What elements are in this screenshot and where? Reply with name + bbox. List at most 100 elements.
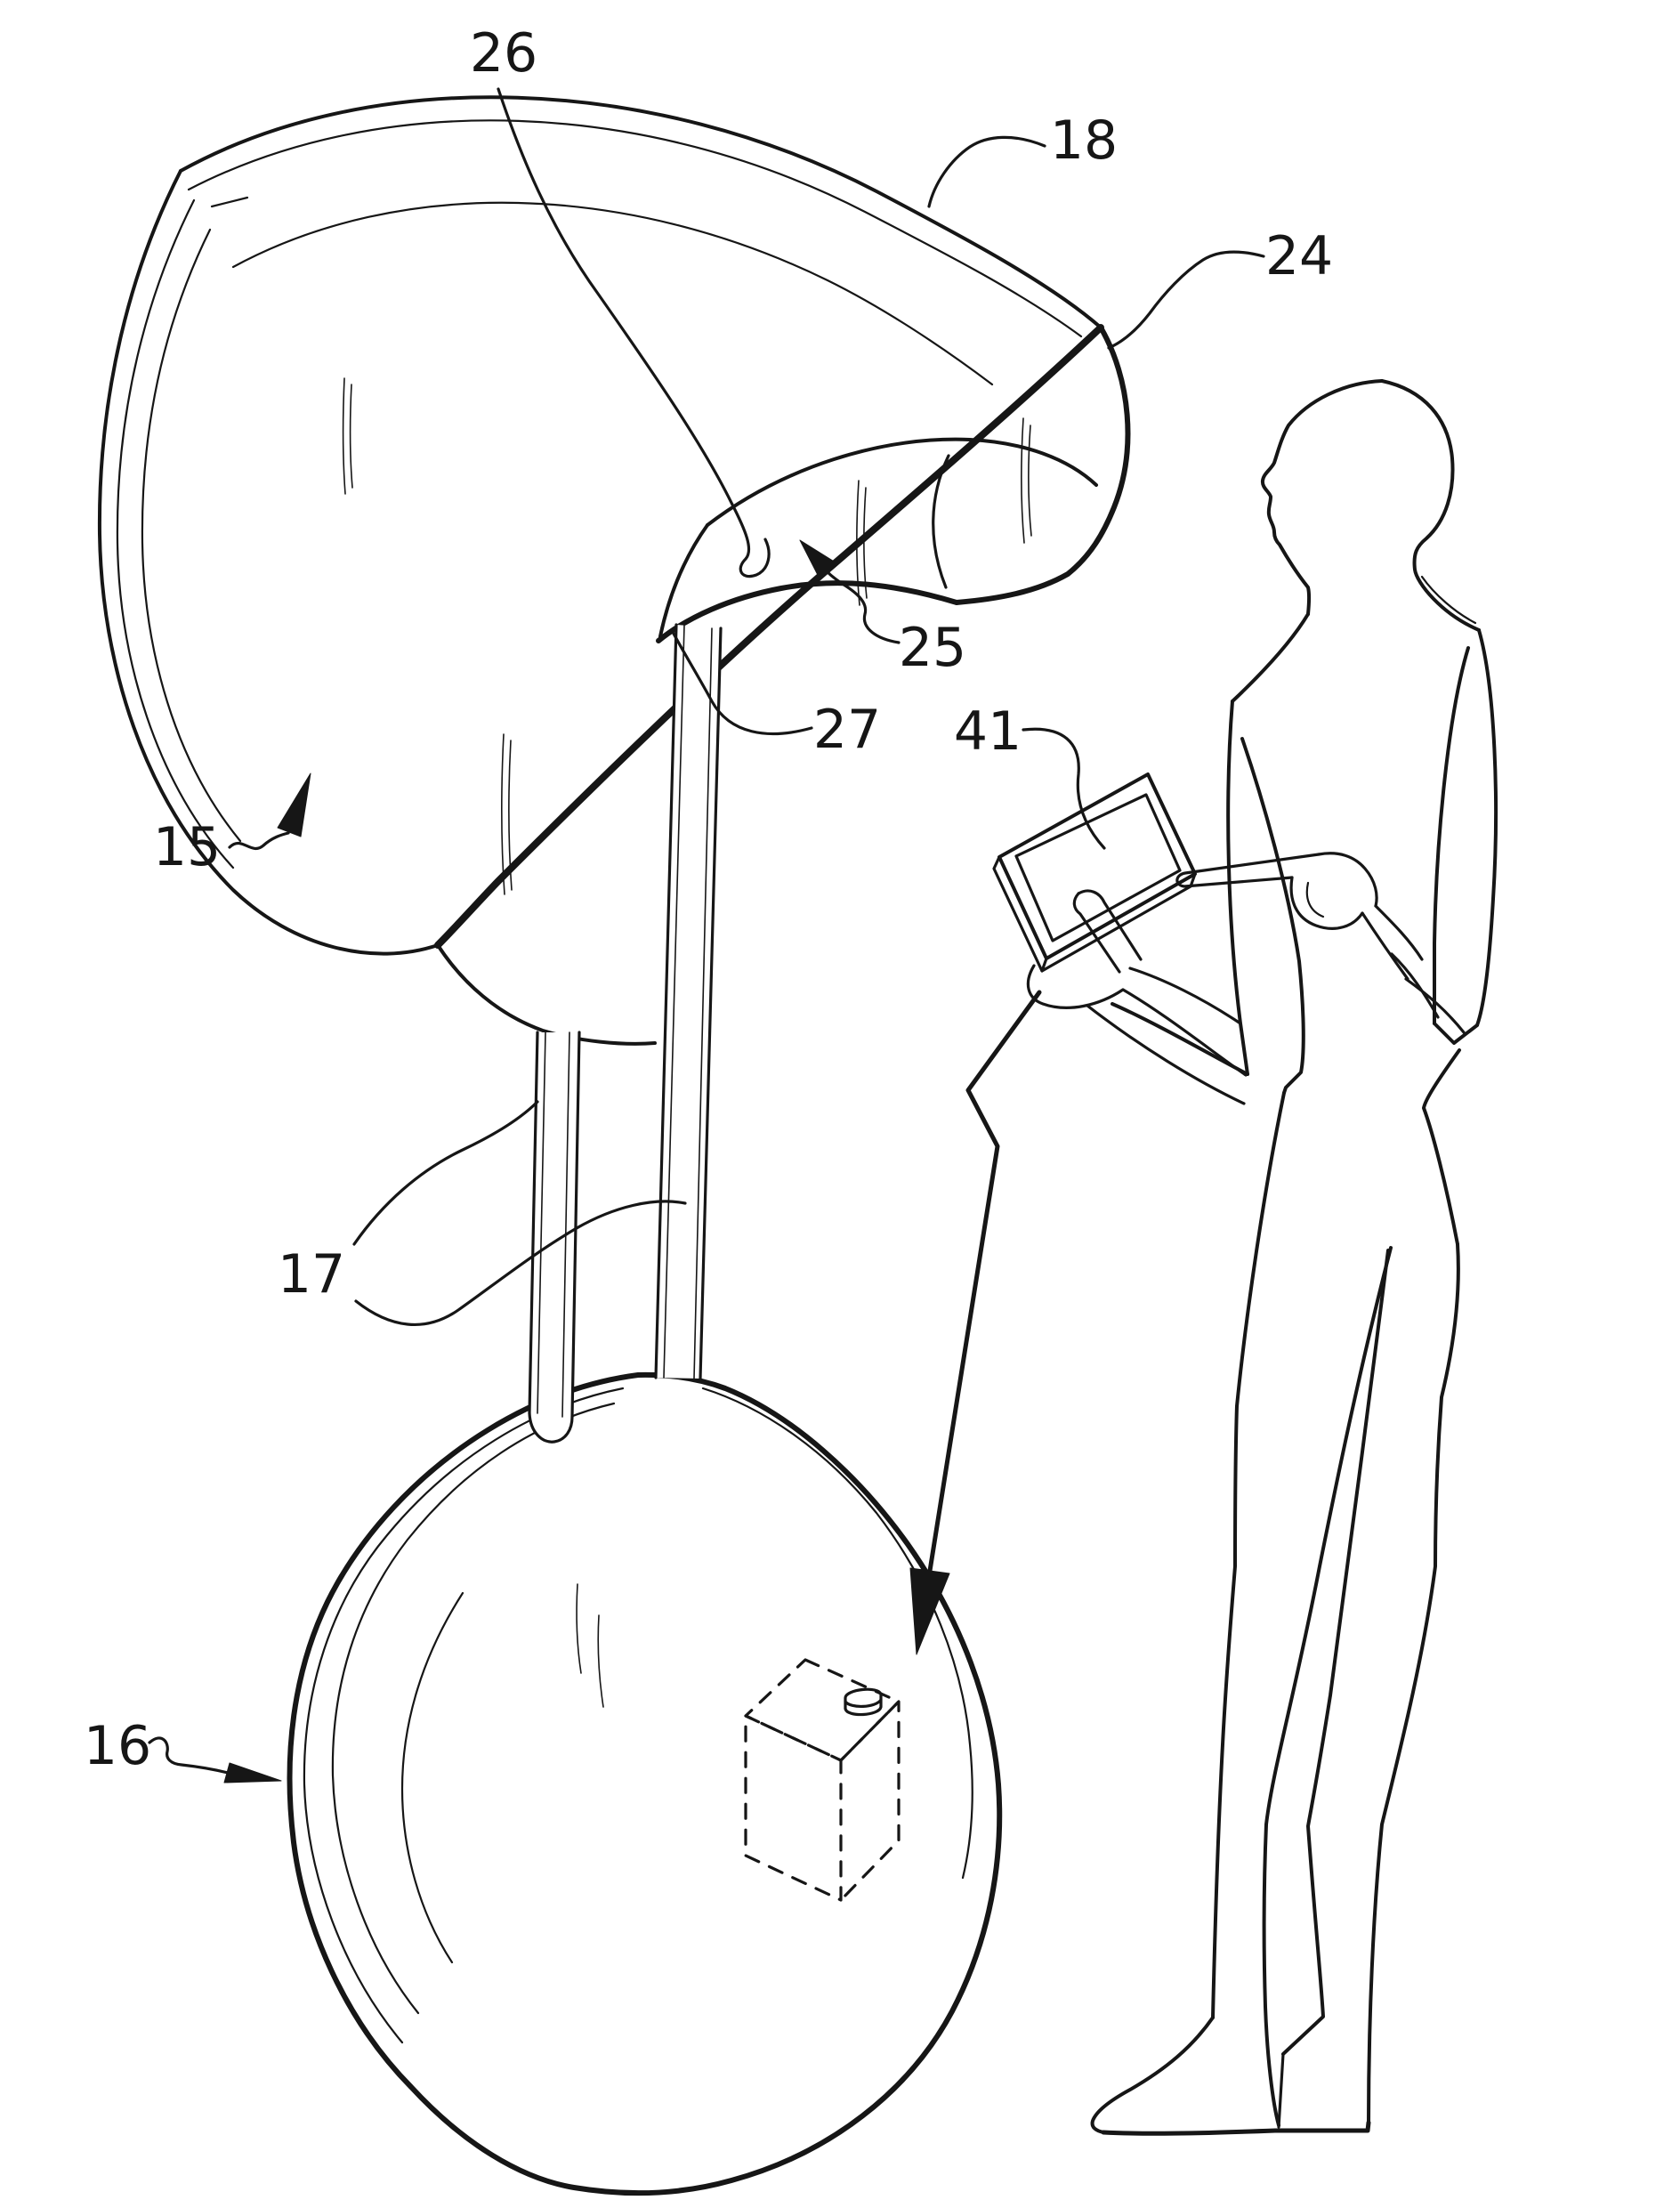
person-chest-edge xyxy=(1240,737,1305,1095)
canopy-rim-third xyxy=(231,201,994,386)
right-hand-back xyxy=(1317,852,1378,908)
person-feet-soles xyxy=(1101,2120,1371,2136)
canopy-bottom-edge xyxy=(436,943,657,1046)
canopy-rim-tick xyxy=(210,196,249,208)
ref-label-18: 18 xyxy=(1050,109,1118,172)
base-rim-lamination-2 xyxy=(331,1402,616,2015)
ref-label-16: 16 xyxy=(84,1715,151,1777)
leader-15 xyxy=(228,831,290,851)
canopy-shading-mark xyxy=(508,740,513,891)
inner-pod-mouth-left xyxy=(658,523,709,638)
left-pole-body xyxy=(529,1032,579,1443)
canopy-rim-outer xyxy=(179,95,1102,329)
leader-26 xyxy=(497,87,771,578)
inner-pod-shading-mark xyxy=(856,480,860,606)
person xyxy=(1090,379,1498,2136)
ref-label-27: 27 xyxy=(813,699,881,761)
leader-27 xyxy=(672,632,813,736)
ref-label-41: 41 xyxy=(954,700,1022,763)
right-pole-left-edge xyxy=(654,623,678,1379)
person-front-thigh-shin xyxy=(1211,1091,1286,2019)
canopy-hood xyxy=(97,95,1104,1046)
person-collar-line xyxy=(1420,575,1477,625)
module-knob xyxy=(844,1687,883,1717)
person-far-leg-back xyxy=(1367,1242,1460,2124)
right-hand-curled-fingers xyxy=(1289,876,1364,930)
person-left-shoulder xyxy=(1231,612,1310,703)
inner-pod-shading-mark xyxy=(863,487,868,599)
leader-16 xyxy=(148,1736,230,1775)
person-right-forearm-a xyxy=(1390,952,1440,1019)
right-wrist-a xyxy=(1374,904,1424,961)
person-back-hip xyxy=(1422,1048,1461,1246)
wireless-signal-arrow xyxy=(909,990,1042,1655)
left-pole-left-edge xyxy=(528,1031,539,1415)
tablet-body-fill xyxy=(999,774,1195,958)
canopy-shading-mark xyxy=(501,733,505,895)
left-thumb-inner xyxy=(1072,892,1121,974)
right-pole-line-a xyxy=(663,624,685,1379)
tablet-and-hands xyxy=(992,772,1424,1105)
person-left-upper-arm xyxy=(1226,700,1249,1076)
right-hand-finger-crease xyxy=(1305,881,1325,918)
leader-15-arrowhead xyxy=(277,772,311,837)
left-pole-cap xyxy=(528,1411,574,1444)
person-right-elbow-cuff xyxy=(1433,1022,1479,1045)
base-shading-mark xyxy=(597,1614,604,1708)
canopy-rim-inner xyxy=(187,119,1083,338)
person-left-forearm-inner xyxy=(1128,967,1242,1025)
left-wrist-lower xyxy=(1086,1004,1246,1105)
tablet-thickness-left xyxy=(992,855,1048,973)
left-fingers-wrap xyxy=(1026,964,1125,1009)
module-right-face xyxy=(839,1700,901,1902)
person-near-foot xyxy=(1090,2016,1215,2134)
canopy-left-edge xyxy=(97,169,440,956)
leader-41 xyxy=(1022,727,1106,850)
ref-label-17: 17 xyxy=(278,1243,345,1306)
base-shading-mark xyxy=(576,1583,582,1674)
inner-pod-mouth-arc xyxy=(706,437,1098,527)
person-right-arm-back xyxy=(1475,628,1498,1027)
canopy-left-lamination-2 xyxy=(141,228,242,843)
inner-pod-shading-mark xyxy=(1021,417,1025,544)
person-right-arm-front xyxy=(1433,646,1470,1025)
leader-16-arrowhead xyxy=(223,1762,282,1783)
base-rim-lamination-1 xyxy=(303,1387,625,2044)
right-hand-index-finger xyxy=(1175,853,1321,888)
ref-label-26: 26 xyxy=(470,22,537,85)
tablet-screen xyxy=(1014,793,1182,942)
left-thumb-outer xyxy=(1077,889,1143,961)
signal-bolt-line xyxy=(927,990,1042,1573)
reference-numerals: 26 18 24 15 25 27 41 17 16 xyxy=(84,22,1333,1777)
left-pole-line-b xyxy=(561,1031,570,1418)
canopy-front-lip xyxy=(434,324,1104,949)
person-head-back xyxy=(1380,379,1481,632)
right-pole-right-edge xyxy=(699,627,723,1380)
support-poles xyxy=(528,623,723,1444)
inner-pod-bottom-lip xyxy=(656,580,959,643)
right-pole-line-b xyxy=(693,627,713,1379)
person-far-leg-front xyxy=(1281,1249,1390,2056)
right-wrist-b xyxy=(1361,911,1409,981)
module-top-face xyxy=(744,1658,901,1762)
leader-lines xyxy=(148,87,1265,1783)
person-face-profile xyxy=(1260,379,1384,616)
ref-label-15: 15 xyxy=(153,816,221,878)
canopy-shading-mark xyxy=(342,377,346,495)
base-outline xyxy=(287,1371,1003,2196)
inner-pod-shading-mark xyxy=(1028,425,1032,537)
leader-24 xyxy=(1107,250,1265,350)
canopy-left-lamination-1 xyxy=(116,198,235,869)
person-right-forearm-b xyxy=(1404,977,1466,1034)
left-wrist-edge xyxy=(1121,988,1248,1077)
leader-18 xyxy=(927,135,1046,208)
person-near-leg-back xyxy=(1262,1246,1393,2127)
hidden-module-box xyxy=(744,1658,901,1902)
leader-25-arrowhead xyxy=(799,539,836,579)
leader-17-upper xyxy=(352,1100,539,1246)
leader-25 xyxy=(822,566,901,644)
signal-bolt-arrowhead xyxy=(909,1567,950,1655)
base-pod xyxy=(287,1371,1003,2196)
